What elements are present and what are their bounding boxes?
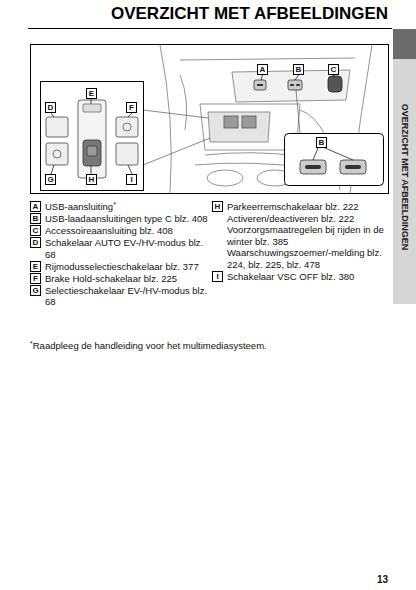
reference-text: Parkeerremschakelaar blz. 222 (227, 201, 390, 213)
reference-text: Waarschuwingszoemer/-melding blz. 224, b… (227, 247, 390, 270)
reference-texts: USB-aansluiting* (45, 201, 208, 213)
reference-text: Schakelaar AUTO EV-/HV-modus blz. 68 (45, 237, 208, 260)
reference-texts: Brake Hold-schakelaar blz. 225 (45, 273, 208, 285)
footnote-mark: * (30, 340, 33, 347)
page-number: 13 (340, 574, 388, 586)
reference-row: H Parkeerremschakelaar blz. 222Activeren/… (212, 201, 390, 270)
reference-row: D Schakelaar AUTO EV-/HV-modus blz. 68 (30, 237, 208, 260)
usb-c-inset (285, 90, 384, 186)
reference-text: Schakelaar VSC OFF blz. 380 (227, 271, 390, 283)
footnote-text: Raadpleeg de handleiding voor het multim… (33, 340, 267, 351)
figure-frame (31, 45, 389, 194)
reference-texts: Schakelaar VSC OFF blz. 380 (227, 271, 390, 283)
reference-text: USB-aansluiting* (45, 201, 208, 213)
callout-letter: F (126, 102, 137, 113)
reference-letter: A (30, 201, 41, 212)
reference-letter: C (30, 225, 41, 236)
footnote: *Raadpleeg de handleiding voor het multi… (30, 340, 388, 352)
reference-column: H Parkeerremschakelaar blz. 222Activeren/… (212, 201, 390, 283)
reference-text: Selectieschakelaar EV-/HV-modus blz. 68 (45, 285, 208, 308)
reference-letter: D (30, 237, 41, 248)
callout-letter: H (86, 174, 97, 185)
callout-letter: B (293, 64, 304, 75)
reference-text: USB-laadaansluitingen type C blz. 408 (45, 213, 208, 225)
reference-texts: Parkeerremschakelaar blz. 222Activeren/d… (227, 201, 390, 270)
callout-letter: A (257, 64, 268, 75)
reference-texts: Schakelaar AUTO EV-/HV-modus blz. 68 (45, 237, 208, 260)
reference-row: E Rijmodusselectieschakelaar blz. 377 (30, 261, 208, 273)
reference-row: I Schakelaar VSC OFF blz. 380 (212, 271, 390, 283)
leader-lines (261, 75, 334, 80)
reference-text: Voorzorgsmaatregelen bij rijden in de wi… (227, 224, 390, 247)
tab-marker (393, 29, 416, 59)
callout-letter: D (45, 102, 56, 113)
reference-row: F Brake Hold-schakelaar blz. 225 (30, 273, 208, 285)
reference-letter: F (30, 273, 41, 284)
reference-letter: G (30, 285, 41, 296)
callout-letter: B (316, 137, 327, 148)
callout-letter: E (86, 88, 97, 99)
reference-row: A USB-aansluiting* (30, 201, 208, 213)
reference-letter: B (30, 213, 41, 224)
reference-row: G Selectieschakelaar EV-/HV-modus blz. 68 (30, 285, 208, 308)
reference-letter: H (212, 201, 223, 212)
reference-column: A USB-aansluiting* B USB-laadaansluitingen … (30, 201, 208, 308)
header-rule (28, 28, 392, 29)
port-row (254, 76, 342, 92)
reference-text: Accessoireaansluiting blz. 408 (45, 225, 208, 237)
reference-row: B USB-laadaansluitingen type C blz. 408 (30, 213, 208, 225)
reference-texts: Accessoireaansluiting blz. 408 (45, 225, 208, 237)
reference-text: Rijmodusselectieschakelaar blz. 377 (45, 261, 208, 273)
reference-texts: Rijmodusselectieschakelaar blz. 377 (45, 261, 208, 273)
switch-inset (41, 82, 211, 191)
reference-text: Brake Hold-schakelaar blz. 225 (45, 273, 208, 285)
callout-letter: C (328, 64, 339, 75)
reference-letter: E (30, 261, 41, 272)
reference-texts: Selectieschakelaar EV-/HV-modus blz. 68 (45, 285, 208, 308)
footnote-mark: * (113, 201, 116, 208)
reference-letter: I (212, 271, 223, 282)
console-drawing (160, 45, 372, 193)
callout-letter: I (126, 174, 137, 185)
reference-texts: USB-laadaansluitingen type C blz. 408 (45, 213, 208, 225)
callout-letter: G (45, 174, 56, 185)
reference-text: Activeren/deactiveren blz. 222 (227, 213, 390, 225)
page-title: OVERZICHT MET AFBEELDINGEN (0, 3, 388, 25)
side-tab-text: OVERZICHT MET AFBEELDINGEN (398, 57, 412, 297)
reference-row: C Accessoireaansluiting blz. 408 (30, 225, 208, 237)
